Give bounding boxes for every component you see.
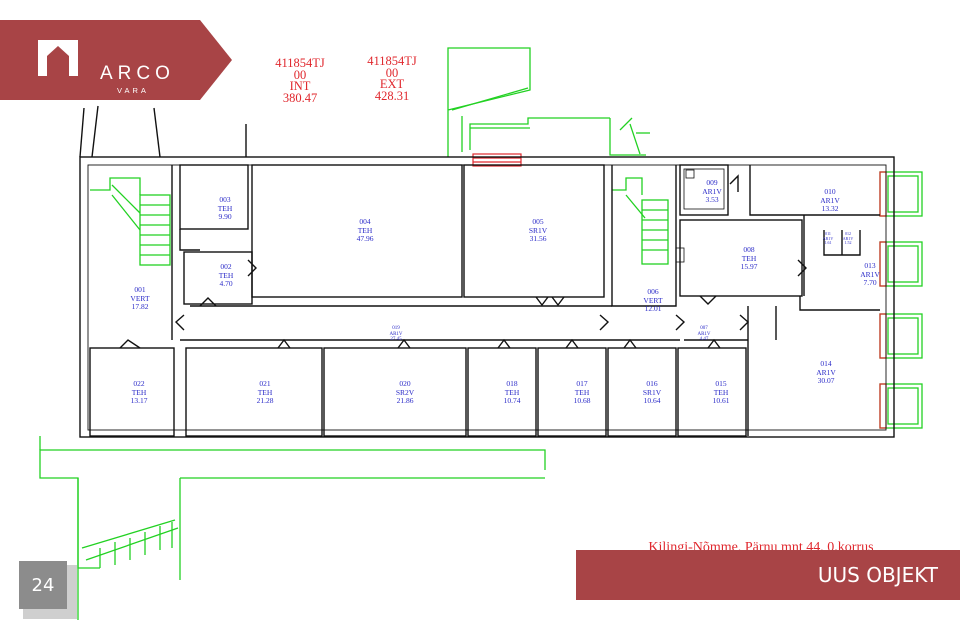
brand-banner[interactable]: ARCO VARA xyxy=(0,20,232,100)
new-listing-banner[interactable]: UUS OBJEKT xyxy=(576,550,960,600)
brand-banner-shape xyxy=(0,20,232,100)
plan-door-markers xyxy=(472,153,887,429)
page-number-badge: 24 xyxy=(19,561,77,619)
brand-name: ARCO xyxy=(100,63,175,84)
plan-walls xyxy=(79,105,895,438)
house-logo-icon xyxy=(38,40,78,76)
brand-subtitle: VARA xyxy=(117,86,149,95)
new-listing-label: UUS OBJEKT xyxy=(817,563,938,587)
page-number: 24 xyxy=(31,575,55,596)
page-badge-shape xyxy=(19,561,77,619)
plan-hatch xyxy=(685,169,695,179)
plan-exterior-lines xyxy=(39,47,923,620)
